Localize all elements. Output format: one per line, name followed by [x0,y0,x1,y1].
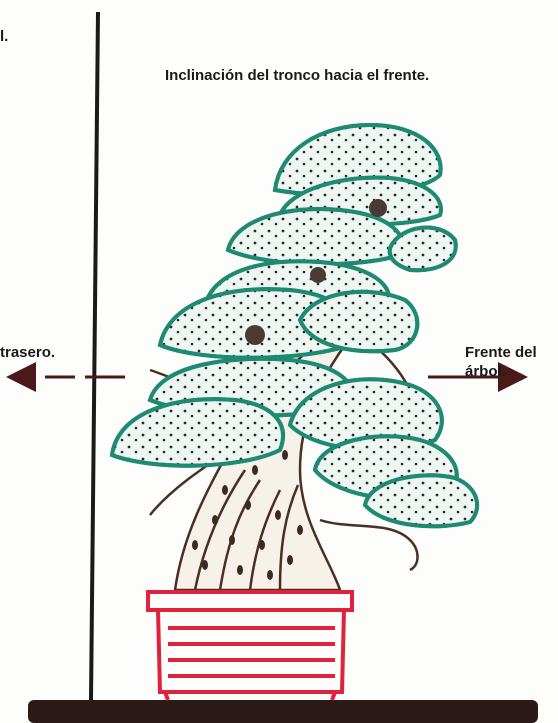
bonsai-pot [148,592,352,700]
vertical-reference-line [91,12,98,700]
front-label-line2: árbol. [465,362,506,381]
back-label: trasero. [0,343,55,362]
front-label-line1: Frente del [465,343,537,362]
trunk-inclination-label: Inclinación del tronco hacia el frente. [165,66,429,85]
ground-base [28,700,538,723]
corner-fragment-label: l. [0,27,8,46]
